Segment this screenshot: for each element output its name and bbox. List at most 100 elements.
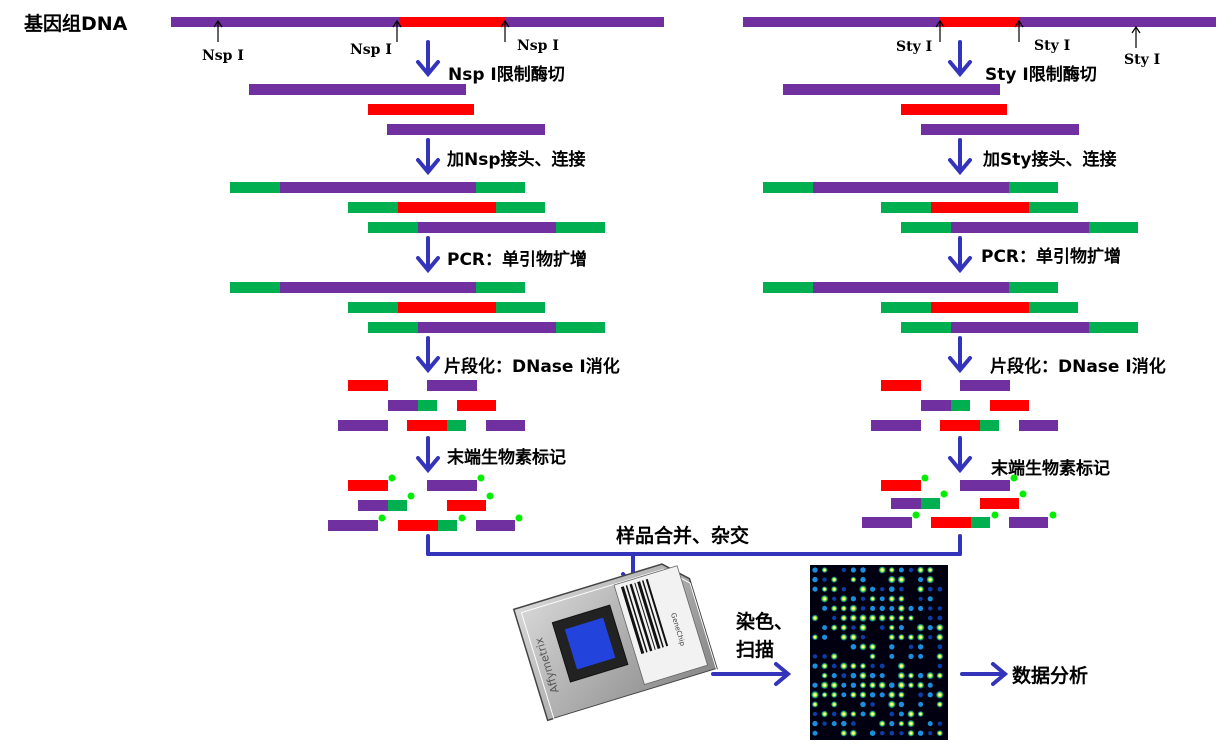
array-spot (821, 586, 828, 593)
step-arrows-left (416, 40, 440, 474)
array-spot (870, 605, 876, 611)
array-spot (917, 672, 924, 679)
array-spot (860, 596, 866, 601)
array-spot (850, 576, 857, 583)
array-spot (840, 624, 848, 631)
array-spot (899, 731, 904, 736)
array-spot (928, 731, 933, 736)
array-spot (812, 586, 818, 592)
array-spot (878, 566, 886, 574)
array-spot (841, 720, 847, 727)
array-spot (889, 586, 895, 592)
array-spot (811, 701, 819, 708)
array-spot (860, 701, 866, 708)
array-spot (888, 614, 896, 622)
array-spot (841, 692, 847, 698)
array-spot (908, 605, 914, 611)
array-spot (937, 663, 943, 669)
step-label-left-5: 末端生物素标记 (447, 447, 566, 468)
array-spot (849, 614, 857, 622)
step-label-left-2: 加Nsp接头、连接 (446, 149, 586, 170)
array-spot (821, 662, 828, 670)
step-label-right-3: PCR：单引物扩增 (981, 246, 1121, 267)
array-spot (917, 681, 925, 689)
ligated-fragments-left (230, 182, 605, 233)
array-spot (860, 635, 866, 640)
array-spot (918, 605, 924, 611)
array-spot (812, 634, 818, 641)
array-spot (822, 721, 827, 726)
array-spot (928, 635, 933, 640)
array-spot (870, 702, 875, 707)
array-spot (812, 720, 818, 727)
array-spot (898, 701, 905, 708)
array-spot (918, 577, 924, 583)
array-spot (898, 614, 905, 622)
array-spot (869, 595, 876, 602)
array-spot (859, 672, 867, 680)
genomic-dna-label: 基因组DNA (23, 12, 128, 35)
digest-fragment-left-1 (249, 84, 466, 95)
array-spot (831, 586, 838, 593)
array-spot (821, 672, 828, 679)
array-spot (888, 700, 896, 709)
array-spot (869, 643, 877, 651)
array-spot (850, 672, 857, 679)
array-spot (888, 567, 895, 573)
array-spot (908, 653, 914, 660)
array-spot (850, 691, 857, 699)
array-spot (927, 596, 933, 602)
array-spot (937, 586, 943, 592)
array-spot (859, 682, 867, 689)
array-spot (908, 644, 914, 650)
array-spot (831, 605, 838, 612)
array-spot (888, 624, 895, 631)
stain-arrow (711, 662, 792, 686)
array-spot (831, 711, 837, 717)
pcr-fragments-left (230, 282, 605, 333)
array-spot (898, 595, 905, 602)
microarray-window (564, 617, 616, 670)
pcr-fragments-right (763, 282, 1138, 333)
array-spot (927, 615, 933, 621)
array-spot (831, 576, 838, 583)
array-spot (859, 614, 867, 622)
array-spot (889, 644, 895, 650)
array-spot (830, 653, 838, 660)
array-spot (937, 615, 943, 621)
array-spot (897, 604, 905, 612)
step-label-right-1: Sty I限制酶切 (985, 64, 1097, 85)
step-label-left-3: PCR：单引物扩增 (447, 249, 587, 270)
array-spot (898, 720, 905, 727)
array-spot (831, 673, 837, 679)
cut-site-arrows-right (935, 19, 1141, 48)
array-spot (841, 567, 846, 573)
array-spot (879, 596, 885, 602)
array-spot (927, 682, 933, 688)
array-spot (840, 595, 848, 603)
array-spot (850, 644, 857, 650)
array-spot (869, 653, 876, 660)
step-label-right-2: 加Sty接头、连接 (982, 149, 1116, 170)
array-spot (880, 587, 885, 592)
array-spot (907, 634, 915, 641)
array-spot (898, 691, 905, 698)
array-spot (832, 596, 837, 601)
array-spot (859, 691, 867, 699)
array-spot (907, 729, 915, 737)
array-spot (821, 634, 828, 640)
barcode (620, 578, 669, 655)
array-spot (812, 654, 818, 659)
array-spot (870, 586, 876, 592)
array-spot (851, 625, 856, 630)
array-spot (840, 633, 848, 641)
array-spot (841, 673, 847, 679)
array-spot (889, 730, 895, 736)
array-spot (840, 730, 847, 737)
array-spot (859, 585, 867, 593)
array-spot (889, 653, 895, 659)
array-scan-image (810, 565, 948, 740)
array-spot (927, 566, 934, 574)
array-spot (831, 721, 837, 727)
